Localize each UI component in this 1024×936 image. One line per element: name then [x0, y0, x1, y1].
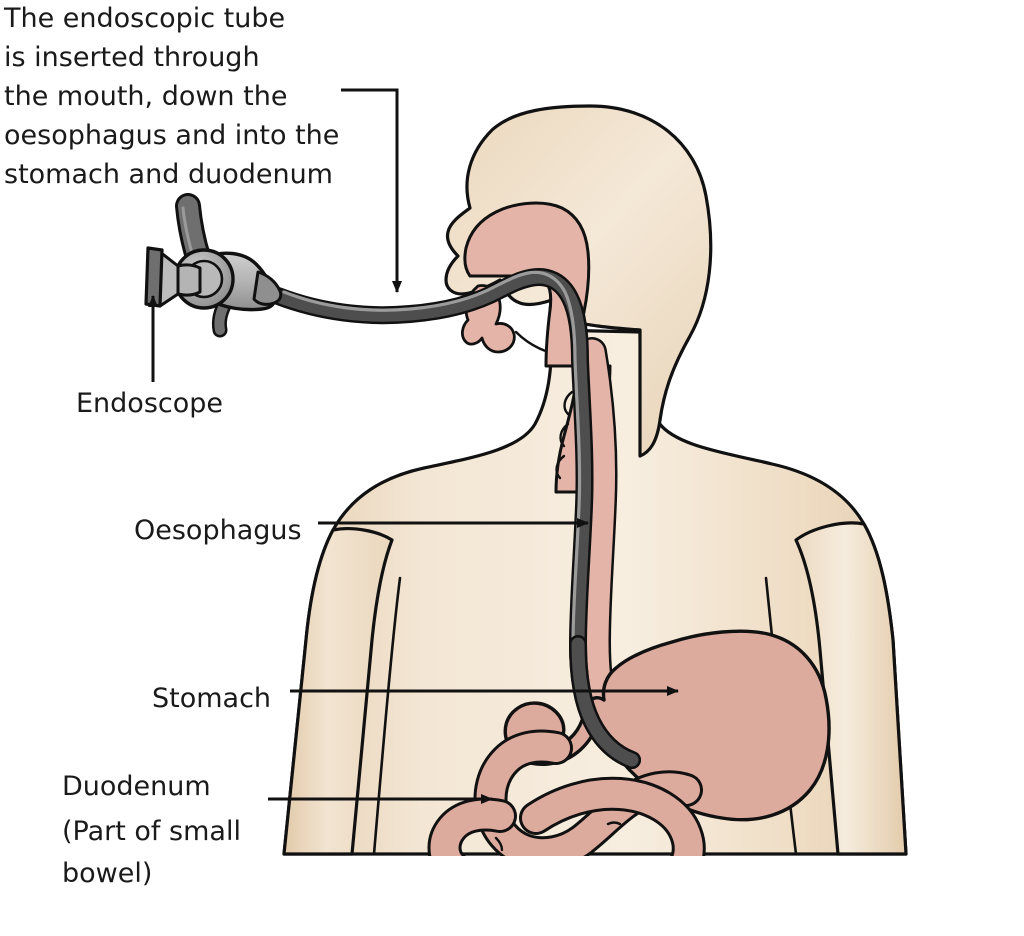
- bowel-fold-ticks: [494, 821, 622, 852]
- leader-lines: [148, 88, 679, 804]
- endoscope-eyepiece: [144, 246, 164, 308]
- endoscope-tip-fill: [571, 637, 639, 767]
- endoscope-tip-in-stomach: [569, 635, 641, 769]
- small-bowel-loop-left-fill: [430, 800, 514, 880]
- endoscope-strain-relief: [252, 270, 283, 306]
- intro-note-line-5: stomach and duodenum: [4, 159, 333, 190]
- oesophagus: [577, 337, 619, 723]
- intro-note-line-3: the mouth, down the: [4, 81, 287, 112]
- pharynx-folds: [555, 390, 574, 480]
- intro-note: The endoscopic tube is inserted through …: [3, 3, 339, 190]
- intro-note-line-1: The endoscopic tube: [3, 3, 285, 34]
- intro-note-leader: [341, 88, 402, 293]
- label-duodenum-line-1: Duodenum: [62, 771, 211, 802]
- bottom-mask: [0, 856, 1024, 936]
- endoscope-tube-highlight: [282, 270, 588, 719]
- label-duodenum-line-2: (Part of small: [62, 816, 241, 847]
- label-stomach: Stomach: [152, 683, 271, 714]
- label-endoscope: Endoscope: [76, 388, 223, 419]
- intro-note-line-2: is inserted through: [4, 42, 260, 73]
- small-bowel-loop-upper-fill: [522, 779, 703, 890]
- label-duodenum-line-3: bowel): [62, 858, 152, 889]
- oesophagus-lumen: [579, 339, 617, 721]
- intro-note-line-4: oesophagus and into the: [4, 120, 339, 151]
- label-oesophagus: Oesophagus: [134, 515, 302, 546]
- label-duodenum-group: Duodenum (Part of small bowel): [62, 771, 241, 889]
- right-arm-outline: [794, 521, 908, 856]
- endoscope-eyepiece-neck: [176, 263, 202, 297]
- duodenum: [427, 729, 706, 893]
- left-armpit-crease: [372, 576, 402, 856]
